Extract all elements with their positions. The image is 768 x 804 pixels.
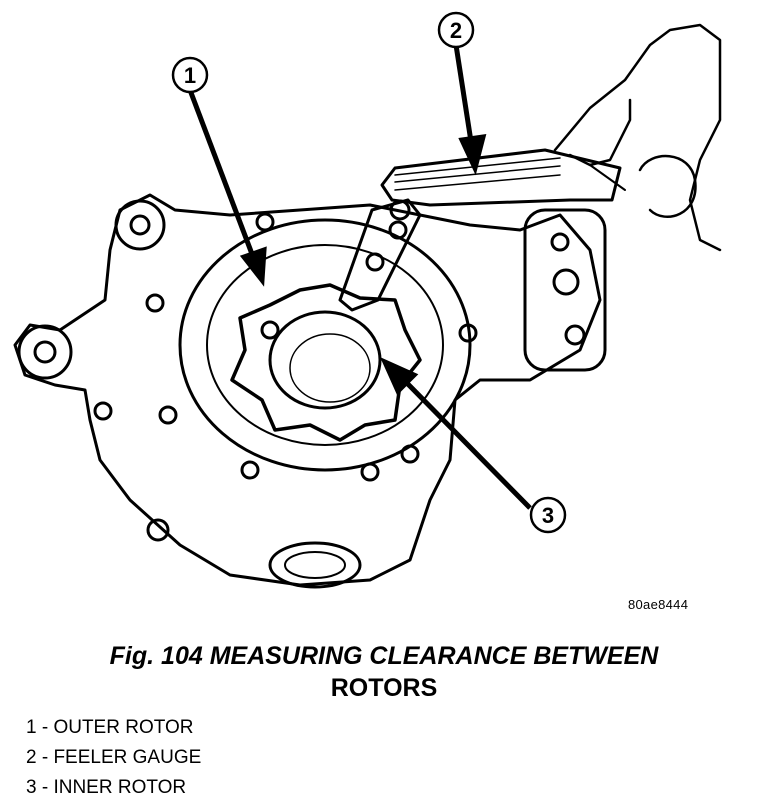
caption-line-1: Fig. 104 MEASURING CLEARANCE BETWEEN — [109, 642, 659, 670]
inner-rotor — [230, 283, 422, 442]
hand — [553, 23, 722, 252]
outlet-port — [268, 541, 362, 589]
callout-1-leader — [187, 89, 258, 263]
caption-line-2: ROTORS — [330, 674, 438, 702]
legend-item-outer-rotor: 1 - OUTER ROTOR — [26, 717, 194, 738]
right-cover-plate — [523, 208, 607, 372]
feeler-gauge-blade — [338, 198, 422, 312]
oil-pump-illustration: 1 2 3 — [13, 11, 722, 589]
callout-1-number: 1 — [184, 63, 196, 88]
left-mount-boss — [17, 324, 73, 380]
figure-caption: Fig. 104 MEASURING CLEARANCE BETWEEN ROT… — [0, 640, 768, 704]
image-code: 80ae8444 — [628, 597, 689, 612]
outer-rotor — [178, 218, 472, 472]
legend-item-inner-rotor: 3 - INNER ROTOR — [26, 777, 187, 798]
callout-3-leader — [398, 374, 532, 510]
callout-2-circle — [437, 11, 475, 49]
top-left-mount-boss — [114, 199, 166, 251]
callout-3-number: 3 — [542, 503, 554, 528]
feeler-gauge-leaves — [380, 148, 622, 207]
callout-1-circle — [171, 56, 209, 94]
callout-3-circle — [529, 496, 567, 534]
pump-housing — [13, 193, 602, 587]
callout-legend: 1 - OUTER ROTOR 2 - FEELER GAUGE 3 - INN… — [26, 713, 201, 803]
legend-item-feeler-gauge: 2 - FEELER GAUGE — [26, 747, 202, 768]
callout-2-leader — [453, 44, 475, 149]
callout-2-number: 2 — [450, 18, 462, 43]
